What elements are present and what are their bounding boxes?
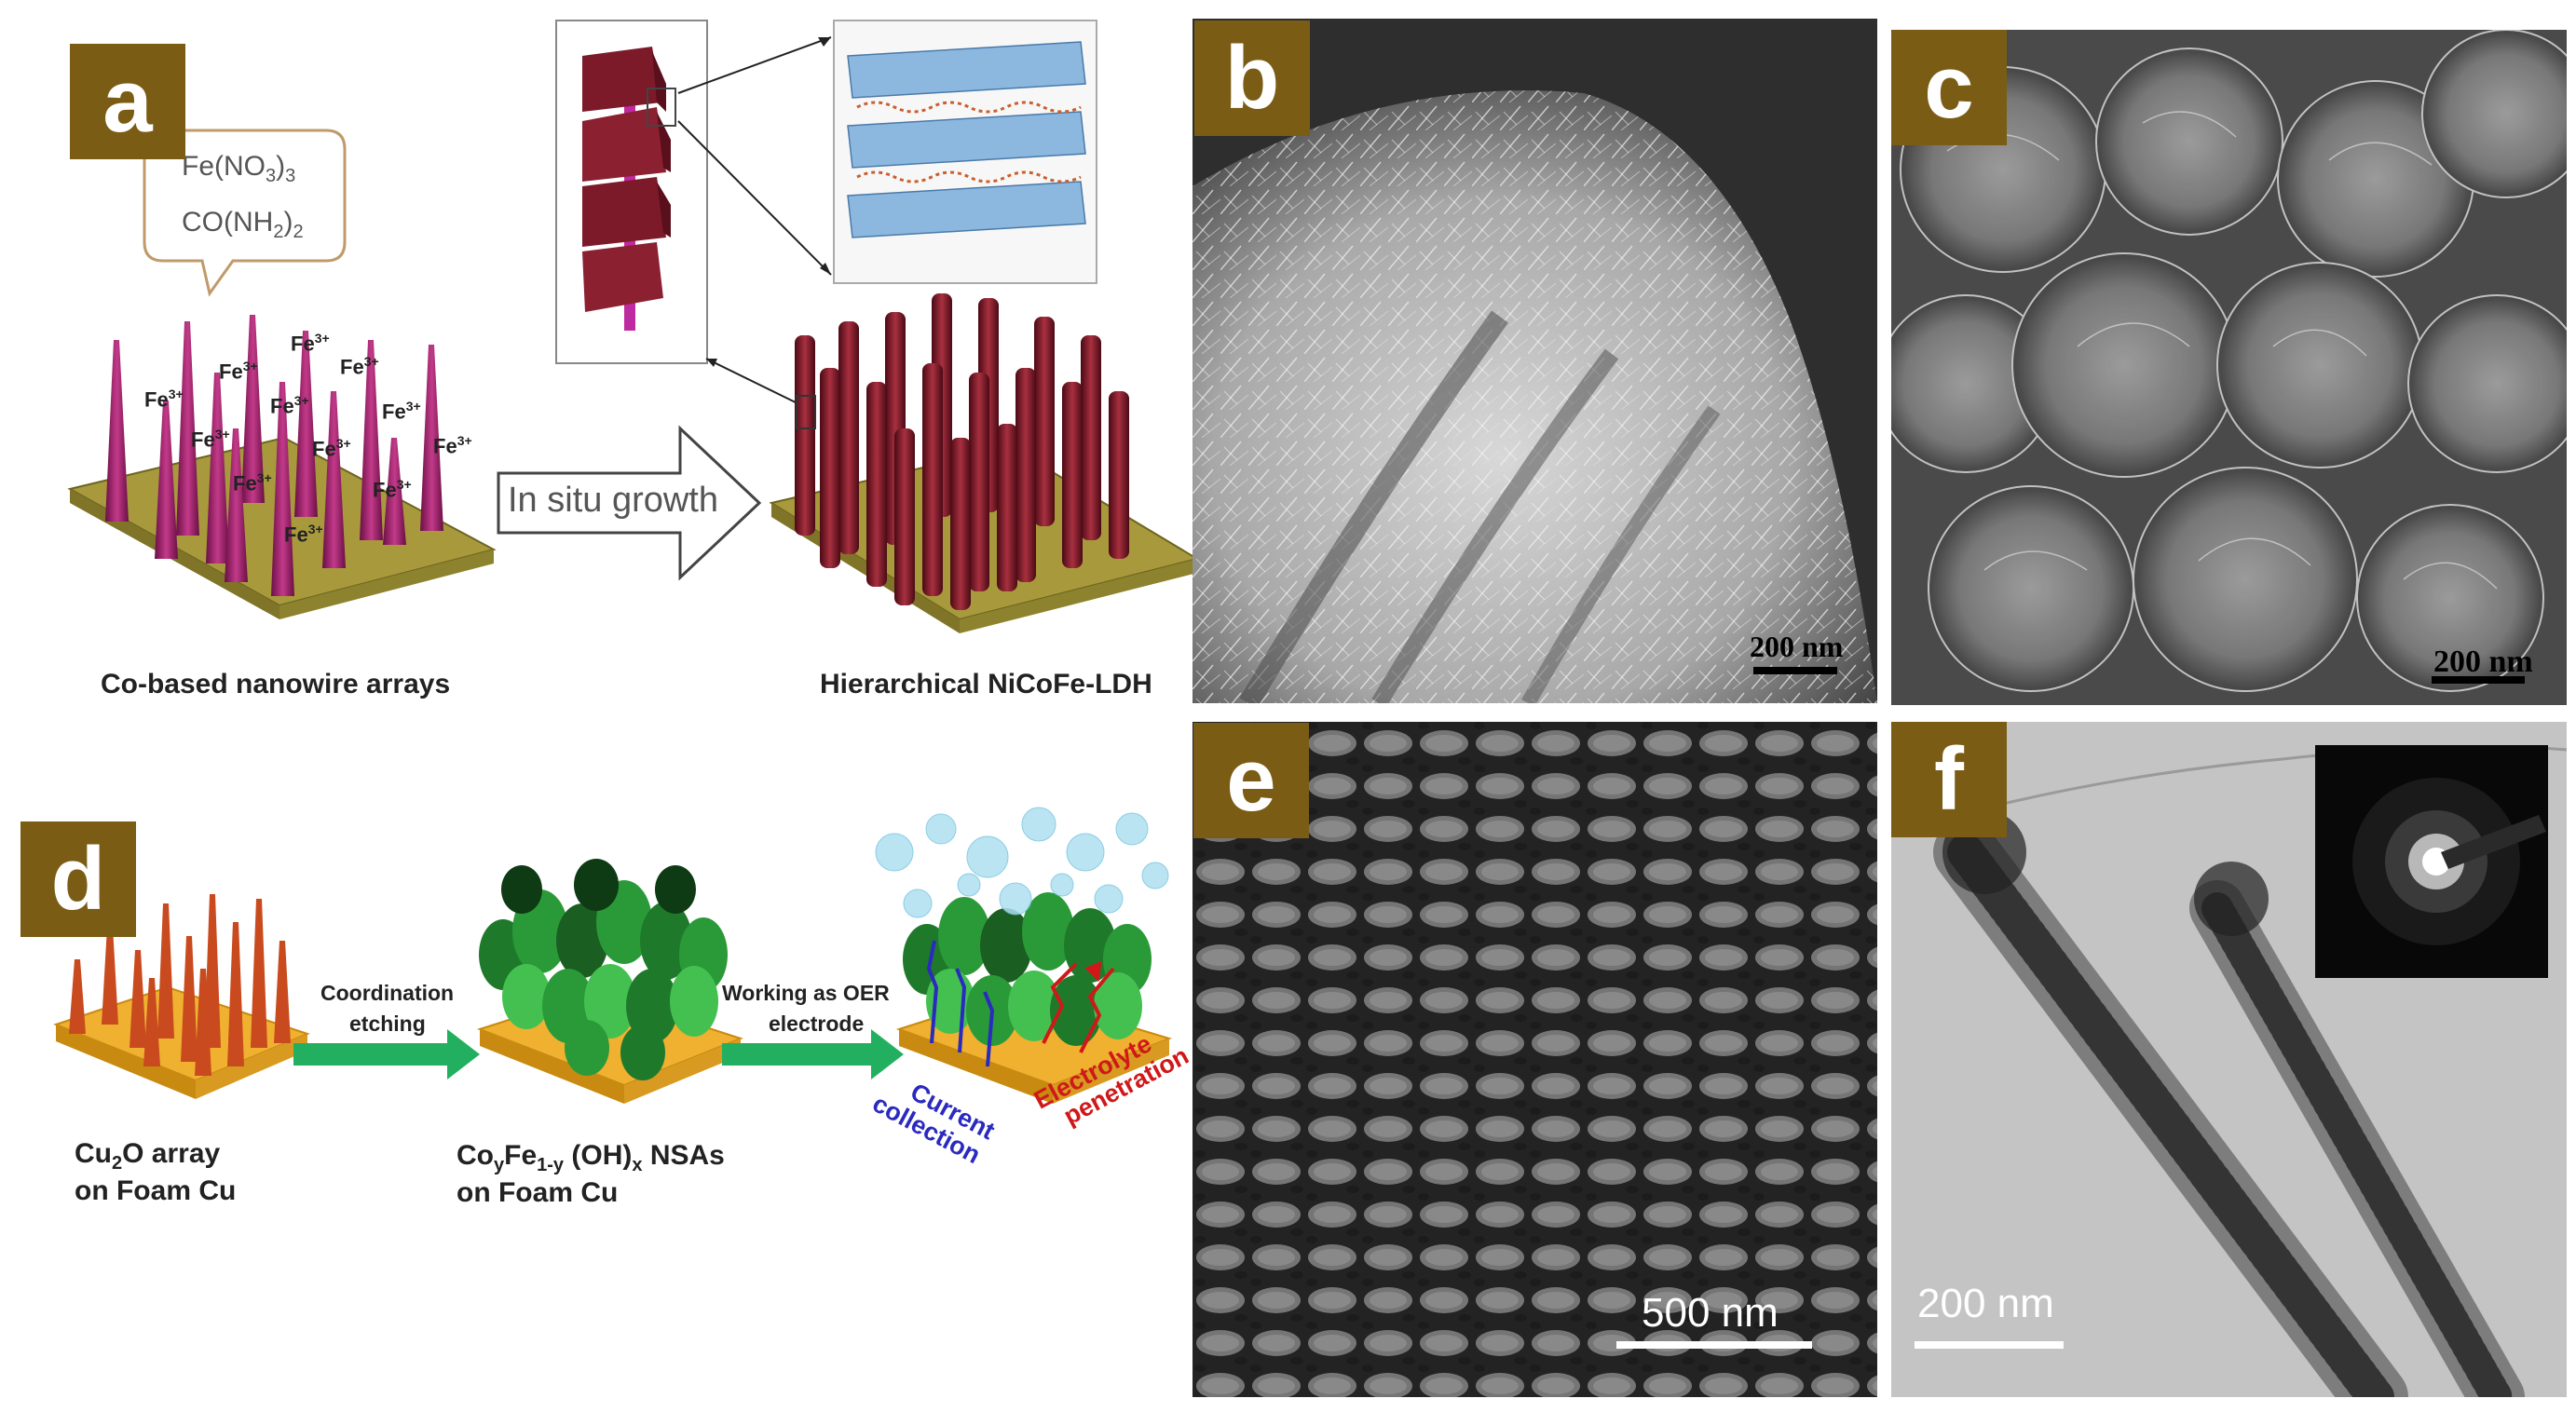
ldh-wires-right — [795, 293, 1129, 610]
fe-ion: Fe3+ — [340, 354, 379, 379]
panel-a: a Fe(NO3)3 CO(NH2)2 Fe3+ Fe3+ Fe3+ Fe3+ … — [0, 0, 1206, 717]
panel-b-sem-image: b 200 nm — [1193, 19, 1877, 703]
scale-bar-e: 500 nm — [1642, 1290, 1779, 1336]
sem-texture-b — [1193, 19, 1877, 703]
panel-b-label: b — [1194, 20, 1310, 136]
fe-ion: Fe3+ — [312, 436, 351, 461]
panel-f-label: f — [1891, 722, 2007, 837]
ldh-layers — [847, 41, 1086, 238]
scale-bar-c: 200 nm — [2433, 645, 2533, 679]
caption-hierarchical-ldh: Hierarchical NiCoFe-LDH — [820, 669, 1152, 699]
fe-ion: Fe3+ — [382, 399, 421, 424]
step-coordination-etching-line1: Coordination — [320, 981, 455, 1005]
arrow-oer-electrode — [722, 1029, 904, 1079]
caption-cofe-foam: on Foam Cu — [457, 1177, 619, 1208]
caption-cu2o-array: Cu2O array — [75, 1138, 221, 1174]
caption-cofe-nsas: CoyFe1-y (OH)x NSAs — [457, 1140, 725, 1175]
precursor-fe-nitrate: Fe(NO3)3 — [182, 151, 296, 186]
caption-co-nanowire-arrays: Co-based nanowire arrays — [101, 669, 451, 699]
cu2o-array — [69, 894, 291, 1076]
fe-ion: Fe3+ — [144, 387, 184, 412]
scale-bar-f: 200 nm — [1917, 1281, 2054, 1326]
panel-a-schematic — [67, 20, 1200, 633]
caption-cu2o-foam: on Foam Cu — [75, 1175, 237, 1206]
ldh-single-wire — [582, 47, 676, 331]
fe-ion: Fe3+ — [284, 522, 323, 547]
panel-d-label: d — [20, 821, 136, 937]
cofe-nsas — [479, 859, 728, 1080]
oer-electrode — [875, 807, 1169, 1067]
panel-d: d Coordination etching Working as OER el… — [0, 801, 1202, 1211]
panel-e-sem-image: e 500 nm — [1193, 722, 1877, 1397]
arrow-coordination-etching — [293, 1029, 480, 1079]
fe-ion: Fe3+ — [270, 393, 309, 418]
nanowires-left — [105, 315, 443, 596]
fe-ion: Fe3+ — [373, 477, 412, 502]
scale-bar-b: 200 nm — [1750, 630, 1844, 663]
panel-c-label: c — [1891, 30, 2007, 145]
fe-ion: Fe3+ — [219, 359, 258, 384]
precursor-urea: CO(NH2)2 — [182, 207, 304, 242]
panel-c-sem-image: c 200 nm — [1891, 30, 2567, 705]
fe-ion: Fe3+ — [191, 427, 230, 452]
fe-ion: Fe3+ — [233, 470, 272, 496]
step-coordination-etching-line2: etching — [349, 1011, 426, 1036]
step-oer-electrode-line2: electrode — [769, 1011, 865, 1036]
in-situ-growth-label: In situ growth — [508, 481, 718, 520]
in-situ-arrow — [497, 425, 762, 581]
fe-ion: Fe3+ — [433, 433, 472, 458]
step-oer-electrode-line1: Working as OER — [722, 981, 890, 1005]
fe-ion: Fe3+ — [291, 331, 330, 356]
panel-d-schematic — [53, 807, 1173, 1104]
panel-f-tem-image: f 200 nm — [1891, 722, 2567, 1397]
panel-e-label: e — [1193, 723, 1309, 838]
panel-a-label: a — [70, 44, 185, 159]
